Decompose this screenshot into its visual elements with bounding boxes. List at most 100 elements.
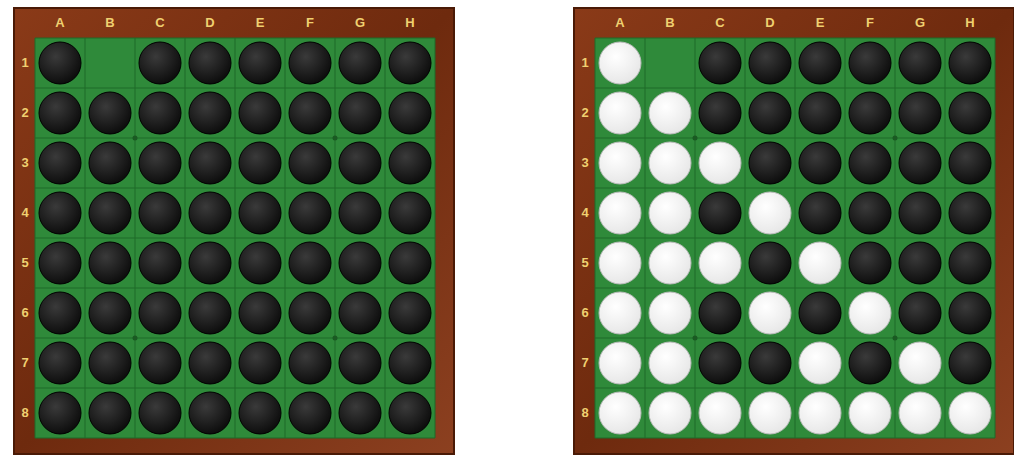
board-dot xyxy=(133,136,138,141)
column-label: H xyxy=(960,16,980,30)
black-disc xyxy=(39,342,81,384)
grid-line xyxy=(335,38,336,438)
black-disc xyxy=(339,242,381,284)
black-disc xyxy=(849,342,891,384)
grid-line xyxy=(35,338,435,339)
column-label: G xyxy=(350,16,370,30)
black-disc xyxy=(39,42,81,84)
row-label: 3 xyxy=(575,156,595,170)
black-disc xyxy=(799,142,841,184)
black-disc xyxy=(849,42,891,84)
white-disc xyxy=(599,392,641,434)
black-disc xyxy=(389,42,431,84)
black-disc xyxy=(749,142,791,184)
black-disc xyxy=(339,92,381,134)
black-disc xyxy=(949,192,991,234)
grid-line xyxy=(595,288,995,289)
black-disc xyxy=(139,292,181,334)
black-disc xyxy=(699,292,741,334)
white-disc xyxy=(699,392,741,434)
grid-line xyxy=(895,38,896,438)
black-disc xyxy=(139,192,181,234)
board-surface xyxy=(595,38,995,438)
black-disc xyxy=(699,192,741,234)
row-label: 4 xyxy=(15,206,35,220)
black-disc xyxy=(339,292,381,334)
black-disc xyxy=(799,42,841,84)
grid-line xyxy=(595,238,995,239)
white-disc xyxy=(599,42,641,84)
black-disc xyxy=(699,92,741,134)
black-disc xyxy=(389,242,431,284)
white-disc xyxy=(849,392,891,434)
black-disc xyxy=(389,292,431,334)
black-disc xyxy=(899,292,941,334)
grid-line xyxy=(595,388,995,389)
black-disc xyxy=(239,192,281,234)
grid-line xyxy=(285,38,286,438)
black-disc xyxy=(339,192,381,234)
grid-line xyxy=(35,238,435,239)
board-dot xyxy=(333,336,338,341)
black-disc xyxy=(89,242,131,284)
grid-line xyxy=(385,38,386,438)
black-disc xyxy=(899,142,941,184)
black-disc xyxy=(949,42,991,84)
column-label: B xyxy=(660,16,680,30)
white-disc xyxy=(649,92,691,134)
black-disc xyxy=(949,292,991,334)
black-disc xyxy=(749,242,791,284)
board-dot xyxy=(693,136,698,141)
black-disc xyxy=(289,42,331,84)
black-disc xyxy=(899,192,941,234)
column-label: E xyxy=(250,16,270,30)
white-disc xyxy=(949,392,991,434)
white-disc xyxy=(649,292,691,334)
black-disc xyxy=(799,192,841,234)
row-label: 7 xyxy=(575,356,595,370)
black-disc xyxy=(89,342,131,384)
black-disc xyxy=(39,292,81,334)
black-disc xyxy=(89,292,131,334)
white-disc xyxy=(599,92,641,134)
row-label: 7 xyxy=(15,356,35,370)
row-label: 8 xyxy=(575,406,595,420)
black-disc xyxy=(189,42,231,84)
row-label: 5 xyxy=(15,256,35,270)
black-disc xyxy=(289,192,331,234)
white-disc xyxy=(599,142,641,184)
white-disc xyxy=(749,192,791,234)
black-disc xyxy=(189,342,231,384)
white-disc xyxy=(749,392,791,434)
white-disc xyxy=(599,192,641,234)
white-disc xyxy=(799,342,841,384)
black-disc xyxy=(239,392,281,434)
white-disc xyxy=(649,392,691,434)
black-disc xyxy=(239,292,281,334)
board-dot xyxy=(893,336,898,341)
black-disc xyxy=(39,92,81,134)
board-frame xyxy=(574,8,1014,454)
black-disc xyxy=(39,142,81,184)
white-disc xyxy=(599,342,641,384)
black-disc xyxy=(949,92,991,134)
board-dot xyxy=(693,336,698,341)
black-disc xyxy=(139,342,181,384)
row-label: 3 xyxy=(15,156,35,170)
black-disc xyxy=(949,342,991,384)
black-disc xyxy=(289,142,331,184)
white-disc xyxy=(799,392,841,434)
column-label: A xyxy=(50,16,70,30)
grid-line xyxy=(595,338,995,339)
row-label: 1 xyxy=(575,56,595,70)
column-label: C xyxy=(150,16,170,30)
black-disc xyxy=(339,42,381,84)
black-disc xyxy=(39,392,81,434)
column-label: F xyxy=(860,16,880,30)
black-disc xyxy=(899,92,941,134)
black-disc xyxy=(899,42,941,84)
black-disc xyxy=(849,192,891,234)
black-disc xyxy=(239,42,281,84)
row-label: 6 xyxy=(575,306,595,320)
